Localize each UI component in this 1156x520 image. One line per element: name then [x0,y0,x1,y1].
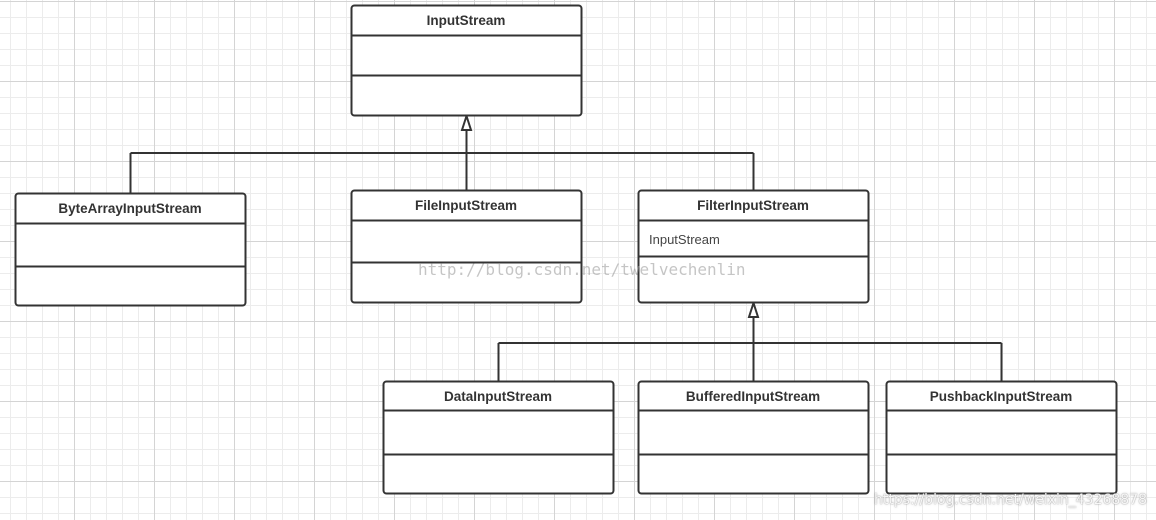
class-name: FilterInputStream [697,198,809,213]
class-file-input-stream: FileInputStream [350,189,583,304]
class-buffered-input-stream: BufferedInputStream [637,380,870,495]
generalization-arrowhead [747,299,760,318]
class-box [14,192,247,307]
class-input-stream: InputStream [350,4,583,117]
watermark-center: http://blog.csdn.net/twelvechenlin [418,260,746,279]
inheritance-connectors [129,112,1003,382]
class-box [350,189,583,304]
class-attribute: InputStream [649,232,720,247]
generalization-input-stream [129,112,755,194]
class-box [350,4,583,117]
watermark-corner: https://blog.csdn.net/weixin_43268878 [874,492,1148,508]
class-name: InputStream [427,13,506,28]
class-name: BufferedInputStream [686,389,820,404]
class-name: ByteArrayInputStream [58,201,201,216]
class-name: FileInputStream [415,198,517,213]
generalization-arrowhead [460,112,473,131]
class-name: DataInputStream [444,389,552,404]
generalization-filter-input-stream [497,299,1003,382]
class-byte-array-input-stream: ByteArrayInputStream [14,192,247,307]
class-name: PushbackInputStream [930,389,1073,404]
class-data-input-stream: DataInputStream [382,380,615,495]
class-pushback-input-stream: PushbackInputStream [885,380,1118,495]
class-box [637,189,870,304]
